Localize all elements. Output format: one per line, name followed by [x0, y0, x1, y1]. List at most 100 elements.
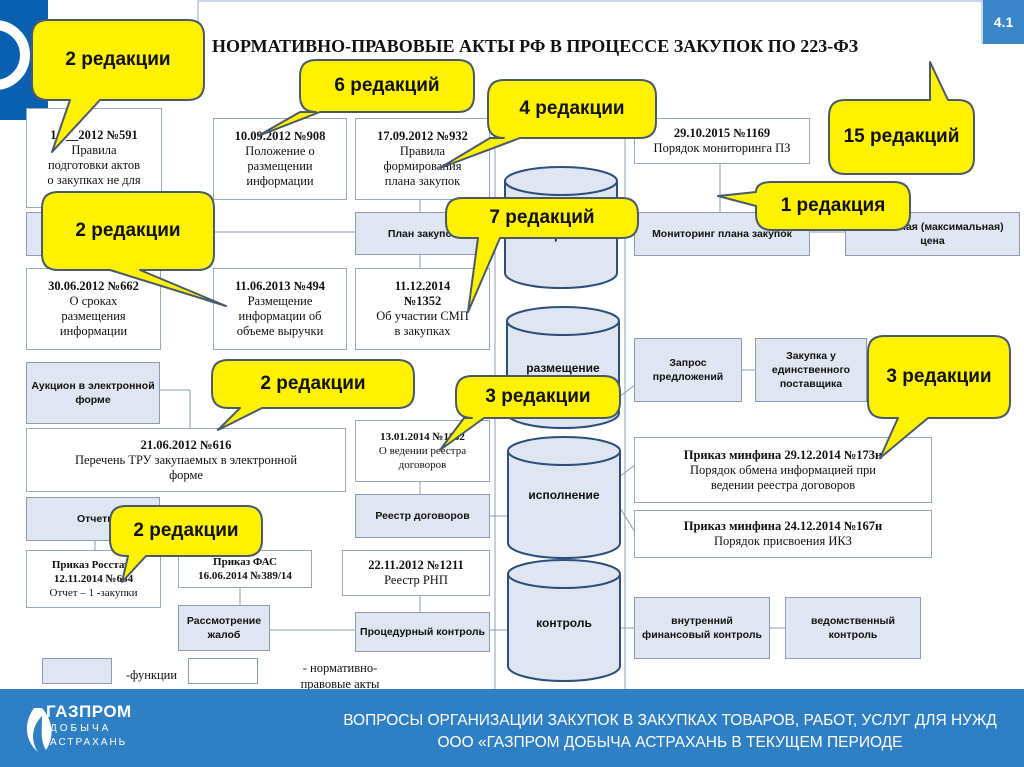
callout-shape-11	[109, 505, 263, 583]
act-591-line3: о закупках не для	[47, 173, 141, 187]
callout-3: 4 редакции	[519, 98, 625, 119]
act-173n-number: Приказ минфина 29.12.2014 №173н	[683, 447, 883, 462]
act-616-line2: форме	[169, 467, 203, 482]
act-1352-line1: Об участии СМП	[376, 309, 469, 323]
callout-shape-1	[31, 19, 205, 153]
callout-2: 6 редакций	[334, 75, 440, 96]
act-389-line0: Приказ ФАС	[213, 556, 277, 568]
act-908-line3: информации	[246, 174, 314, 188]
act-591-line2: подготовки актов	[47, 158, 141, 172]
callout-11: 2 редакции	[133, 520, 239, 541]
legend-function-swatch	[42, 658, 112, 684]
act-1352: 11.12.2014 №1352 Об участии СМП в закупк…	[355, 268, 490, 350]
act-616-number: 21.06.2012 №616	[140, 437, 232, 452]
callout-shape-4	[828, 61, 975, 175]
callout-shape-8	[211, 359, 415, 431]
act-494-number: 11.06.2013 №494	[235, 279, 325, 293]
act-662-number: 30.06.2012 №662	[48, 279, 139, 293]
act-167n-number: Приказ минфина 24.12.2014 №167н	[683, 519, 883, 533]
act-494: 11.06.2013 №494 Размещение информации об…	[213, 268, 347, 350]
gazprom-logo-icon	[26, 708, 52, 752]
callout-6: 2 редакции	[75, 220, 181, 241]
act-1132-number: 13.01.2014 №1132	[380, 431, 465, 443]
slide-number: 4.1	[983, 0, 1024, 44]
act-173n: Приказ минфина 29.12.2014 №173н Порядок …	[634, 437, 932, 503]
callout-shape-6	[41, 191, 227, 307]
stage-control-label: контроль	[536, 616, 592, 630]
act-616-line1: Перечень ТРУ закупаемых в электронной	[74, 452, 298, 467]
act-932-number: 17.09.2012 №932	[377, 129, 468, 143]
act-908-line2: размещении	[247, 159, 313, 173]
function-monitoring: Мониторинг плана закупок	[634, 212, 810, 256]
function-request: Запрос предложений	[634, 338, 742, 402]
act-1352-line2: в закупках	[394, 324, 451, 338]
callout-shape-9	[439, 375, 621, 451]
function-proc-control: Процедурный контроль	[355, 612, 490, 652]
callout-7: 7 редакций	[489, 207, 595, 228]
stage-placement-label: размещение	[526, 361, 600, 375]
function-internal-control: внутренний финансовый контроль	[634, 597, 770, 659]
function-complaints: Рассмотрение жалоб	[178, 605, 270, 651]
act-354-number: 12.11.2014 №654	[53, 573, 134, 585]
act-932-line2: формирования	[383, 159, 462, 173]
stage-execution-label: исполнение	[528, 488, 600, 502]
legend-act-swatch	[188, 658, 258, 684]
callout-shape-3	[439, 79, 657, 169]
footer-text: ВОПРОСЫ ОРГАНИЗАЦИИ ЗАКУПОК В ЗАКУПКАХ Т…	[343, 712, 997, 751]
act-167n-line1: Порядок присвоения ИКЗ	[714, 534, 852, 548]
act-173n-line1: Порядок обмена информацией при	[690, 462, 876, 477]
act-616: 21.06.2012 №616 Перечень ТРУ закупаемых …	[26, 428, 346, 492]
act-173n-line2: ведении реестра договоров	[710, 477, 856, 492]
act-932: 17.09.2012 №932 Правила формирования пла…	[355, 118, 490, 200]
act-354: Приказ Росстата 12.11.2014 №654 Отчет – …	[26, 550, 161, 608]
act-908-number: 10.09.2012 №908	[234, 129, 326, 143]
act-354-line2: Отчет – 1 -закупки	[49, 587, 138, 599]
footer-bar	[0, 689, 1024, 767]
act-494-line1: Размещение	[247, 294, 313, 308]
callout-8: 2 редакции	[260, 373, 366, 394]
callout-shape-5	[717, 181, 911, 231]
legend-function-text: -функции	[126, 668, 178, 682]
act-389-number: 16.06.2014 №389/14	[198, 570, 292, 582]
function-single: Закупка у единственного поставщика	[755, 338, 867, 402]
act-354-line0: Приказ Росстата	[51, 559, 136, 571]
logo-text-dobycha: ДОБЫЧА	[50, 723, 112, 734]
act-1169-number: 29.10.2015 №1169	[673, 126, 771, 140]
callout-5: 1 редакция	[780, 195, 886, 216]
act-662-line3: информации	[59, 324, 128, 338]
act-494-line2: информации об	[238, 309, 322, 323]
act-1169: 29.10.2015 №1169 Порядок мониторинга ПЗ	[634, 118, 810, 164]
stage-control-cylinder	[507, 559, 621, 682]
act-1211-line1: Реестр РНП	[384, 573, 448, 587]
act-167n: Приказ минфина 24.12.2014 №167н Порядок …	[634, 510, 932, 558]
act-908: 10.09.2012 №908 Положение о размещении и…	[213, 118, 347, 200]
logo-text-gazprom: ГАЗПРОМ	[46, 702, 132, 721]
act-1169-line1: Порядок мониторинга ПЗ	[653, 141, 791, 155]
act-908-line1: Положение о	[245, 144, 315, 158]
function-registry: Реестр договоров	[355, 494, 490, 538]
callout-shape-7	[445, 197, 639, 313]
callout-10: 3 редакции	[886, 366, 992, 387]
act-1352-number: №1352	[403, 294, 442, 308]
act-662-line2: размещения	[61, 309, 126, 323]
callout-4: 15 редакций	[843, 126, 960, 147]
logo-text-astrakhan: АСТРАХАНЬ	[50, 737, 128, 748]
callout-9: 3 редакции	[485, 386, 591, 407]
act-932-line1: Правила	[399, 144, 446, 158]
act-1132-line2: договоров	[398, 459, 447, 471]
act-494-line3: объеме выручки	[236, 324, 324, 338]
legend-act-text: - нормативно-правовые акты	[300, 661, 380, 691]
act-1211: 22.11.2012 №1211 Реестр РНП	[342, 550, 490, 596]
function-auction: Аукцион в электронной форме	[26, 362, 160, 424]
callout-shape-10	[867, 335, 1011, 459]
callout-shape-2	[257, 59, 475, 137]
act-932-line3: плана закупок	[384, 174, 461, 188]
callout-1: 2 редакции	[65, 49, 171, 70]
page-title: НОРМАТИВНО-ПРАВОВЫЕ АКТЫ РФ В ПРОЦЕССЕ З…	[212, 36, 859, 56]
act-1352-date: 11.12.2014	[394, 279, 451, 293]
stage-execution-cylinder	[507, 436, 621, 559]
act-591-line1: Правила	[71, 143, 117, 157]
act-1211-number: 22.11.2012 №1211	[368, 558, 464, 572]
function-departmental-control: ведомственный контроль	[785, 597, 921, 659]
